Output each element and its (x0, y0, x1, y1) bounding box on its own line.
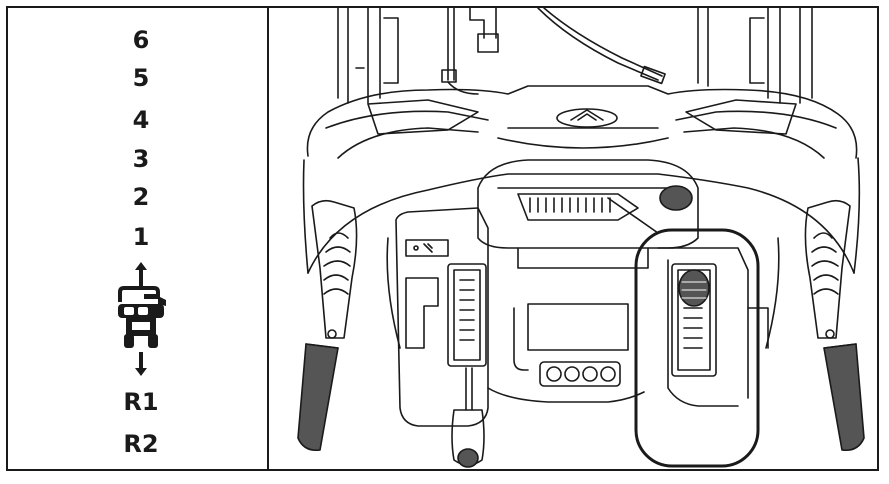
diagram-frame: 6 5 4 3 2 1 R1 R2 (6, 6, 879, 471)
control-cables (441, 8, 666, 95)
control-panel-illustration (297, 8, 865, 468)
frame-rails (337, 8, 813, 104)
dash-panel (302, 85, 861, 274)
snowblower-icon (118, 286, 166, 348)
gear-label-3: 3 (132, 145, 150, 173)
left-console (395, 207, 489, 468)
gear-label-2: 2 (132, 183, 150, 211)
lower-panel-lines (386, 237, 780, 403)
gear-label-4: 4 (132, 106, 150, 134)
gear-label-r1: R1 (123, 388, 159, 416)
up-arrow-icon (135, 262, 147, 286)
right-handle (804, 199, 865, 452)
gear-label-1: 1 (132, 223, 150, 251)
left-handle (297, 199, 358, 452)
center-console (477, 159, 699, 387)
gear-legend: 6 5 4 3 2 1 R1 R2 (8, 8, 269, 469)
gear-label-6: 6 (132, 26, 150, 54)
right-console (657, 247, 749, 407)
highlight-callout (634, 228, 760, 468)
down-arrow-icon (135, 352, 147, 376)
gear-label-r2: R2 (123, 430, 159, 458)
gear-label-5: 5 (132, 64, 150, 92)
